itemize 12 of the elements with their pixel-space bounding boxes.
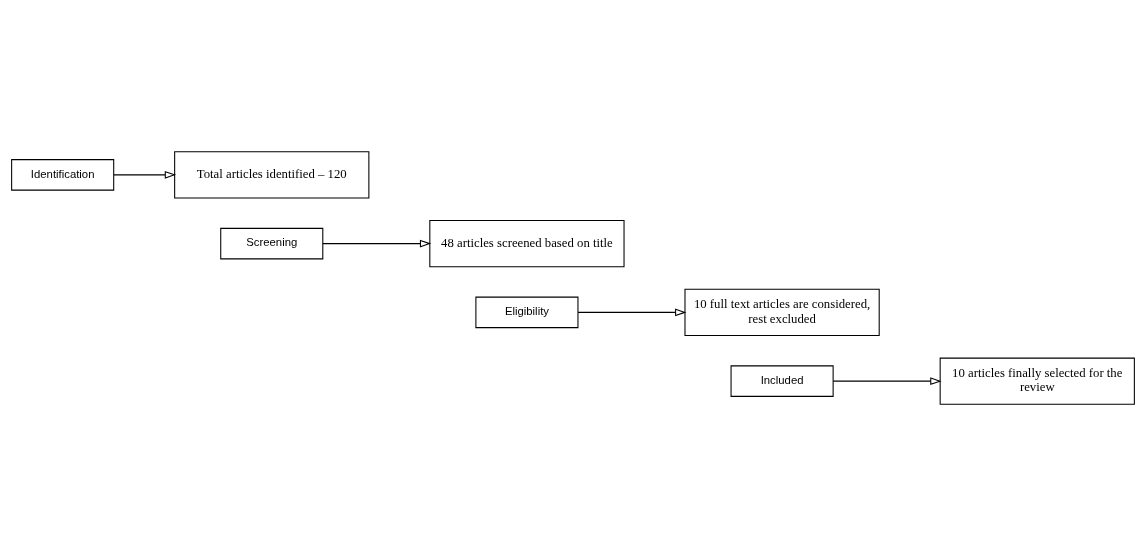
node-box: Identification [11, 159, 115, 191]
node-box: 48 articles screened based on title [429, 220, 625, 268]
node-box: Screening [220, 227, 324, 260]
arrow [577, 308, 687, 317]
node-box: Included [730, 365, 834, 397]
node-box: 10 full text articles are considered, rest excluded [684, 288, 880, 336]
node-box: Eligibility [475, 296, 579, 329]
node-box: Total articles identified – 120 [174, 151, 370, 199]
arrow [322, 239, 432, 248]
arrow [113, 170, 177, 179]
node-box: 10 articles finally selected for the review [939, 357, 1135, 405]
arrow [832, 377, 942, 386]
